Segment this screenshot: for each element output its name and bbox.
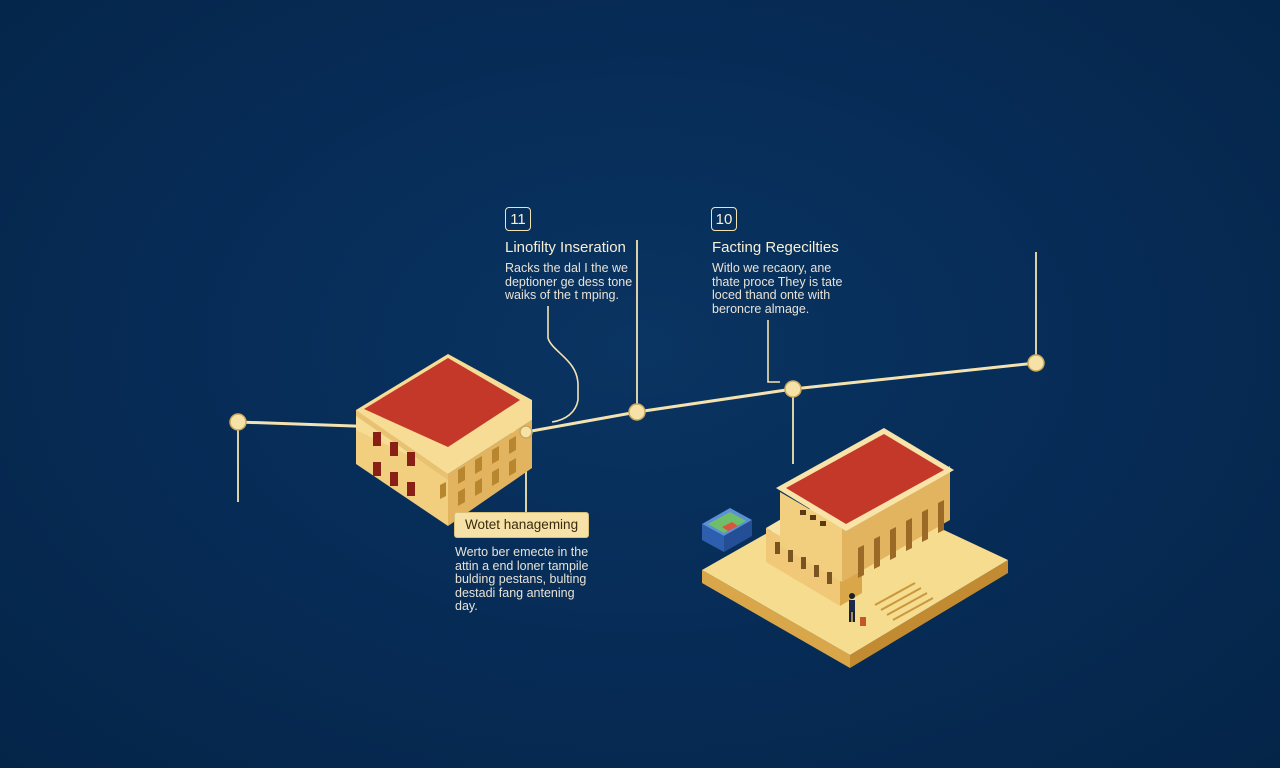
step-1-description: Racks the dal I the we deptioner ge dess…: [505, 261, 633, 302]
timeline-node-step-1: [628, 403, 646, 421]
timeline-node-step-3: [519, 425, 533, 439]
timeline-node-start: [229, 413, 247, 431]
step-1-title: Linofilty Inseration: [505, 239, 626, 256]
step-1-number-badge: 11: [505, 207, 531, 231]
step-2-description: Witlo we recaory, ane thate proce They i…: [712, 261, 843, 316]
step-3-description: Werto ber emecte in the attin a end lone…: [455, 545, 589, 613]
person-icon: [849, 593, 866, 626]
step-3-label-box: Wotet hanageming: [454, 512, 590, 538]
timeline-node-step-2: [784, 380, 802, 398]
apartment-building-icon: [356, 354, 532, 526]
museum-building-icon: [702, 428, 1008, 668]
step-2-number-badge: 10: [711, 207, 737, 231]
connector-step-2-bracket: [767, 320, 780, 383]
timeline-node-end: [1027, 354, 1045, 372]
step-2-title: Facting Regecilties: [712, 239, 839, 256]
water-tank-icon: [702, 508, 752, 552]
connector-step-1-curve: [547, 306, 579, 423]
